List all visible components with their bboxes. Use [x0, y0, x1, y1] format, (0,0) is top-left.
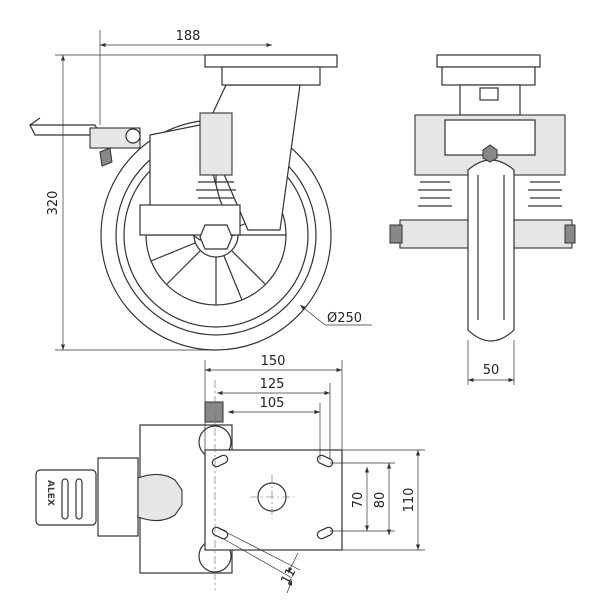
- wheel: [467, 159, 515, 342]
- brake-pedal: [35, 469, 97, 526]
- plate-width-label: 110: [402, 488, 417, 513]
- hole-width-inner-label: 70: [351, 492, 366, 509]
- wheel-width-dimension: 50: [467, 340, 515, 385]
- side-view: 188 320 Ø250: [29, 29, 372, 351]
- hole-width-outer-label: 80: [373, 492, 388, 509]
- brake-pedal: [29, 117, 141, 167]
- brand-logo: ALEX: [45, 480, 55, 506]
- height-label: 320: [46, 191, 61, 216]
- plate-length-dimension: 150: [204, 354, 343, 450]
- offset-label: 188: [176, 29, 201, 44]
- mounting-slots: [211, 454, 334, 540]
- top-plate: [204, 54, 338, 86]
- slot-width-dimension: 11: [217, 527, 301, 594]
- wheel-diameter-dimension: Ø250: [299, 304, 372, 326]
- hole-spacing-inner-label: 105: [260, 396, 285, 411]
- wheel-diameter-label: Ø250: [327, 311, 362, 326]
- top-plate: [436, 54, 541, 68]
- axle-nut: [199, 224, 233, 250]
- hole-spacing-outer-dimension: 125: [217, 377, 331, 460]
- hole-spacing-outer-label: 125: [260, 377, 285, 392]
- hole-spacing-width-dimensions: 70 80 110: [330, 449, 425, 551]
- offset-dimension: 188: [99, 29, 272, 125]
- bottom-view: ALEX 150 125 1: [35, 354, 425, 594]
- plate-length-label: 150: [261, 354, 286, 369]
- wheel-width-label: 50: [483, 363, 500, 378]
- spring-housing: [139, 112, 241, 250]
- height-dimension: 320: [46, 54, 216, 351]
- slot-width-label: 11: [278, 566, 299, 588]
- front-view: 50: [389, 54, 576, 385]
- hole-spacing-inner-dimension: 105: [228, 396, 321, 460]
